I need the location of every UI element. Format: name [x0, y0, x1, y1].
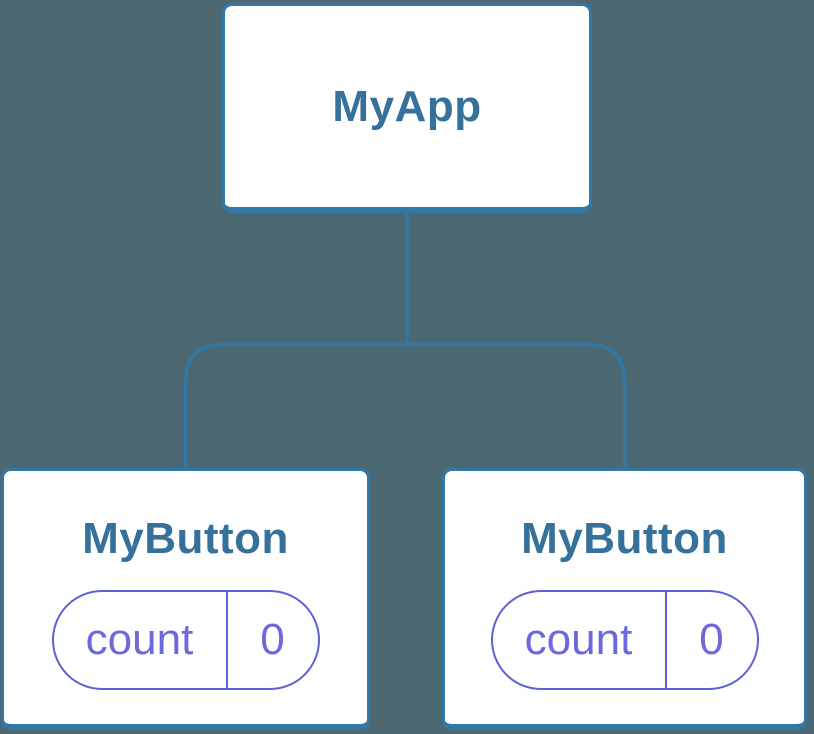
- tree-node-mybutton-right: MyButton count 0: [442, 468, 807, 730]
- tree-node-mybutton-left: MyButton count 0: [1, 468, 370, 730]
- node-label: MyButton: [82, 514, 289, 563]
- state-pill: count 0: [51, 590, 320, 690]
- state-value: 0: [664, 592, 757, 688]
- connector-branch-bracket: [183, 342, 627, 471]
- state-name: count: [85, 615, 194, 664]
- tree-node-root-myapp: MyApp: [222, 3, 592, 213]
- node-label: MyButton: [521, 514, 728, 563]
- node-label: MyApp: [332, 82, 482, 131]
- state-value: 0: [225, 592, 318, 688]
- state-pill: count 0: [490, 590, 759, 690]
- state-name: count: [524, 615, 633, 664]
